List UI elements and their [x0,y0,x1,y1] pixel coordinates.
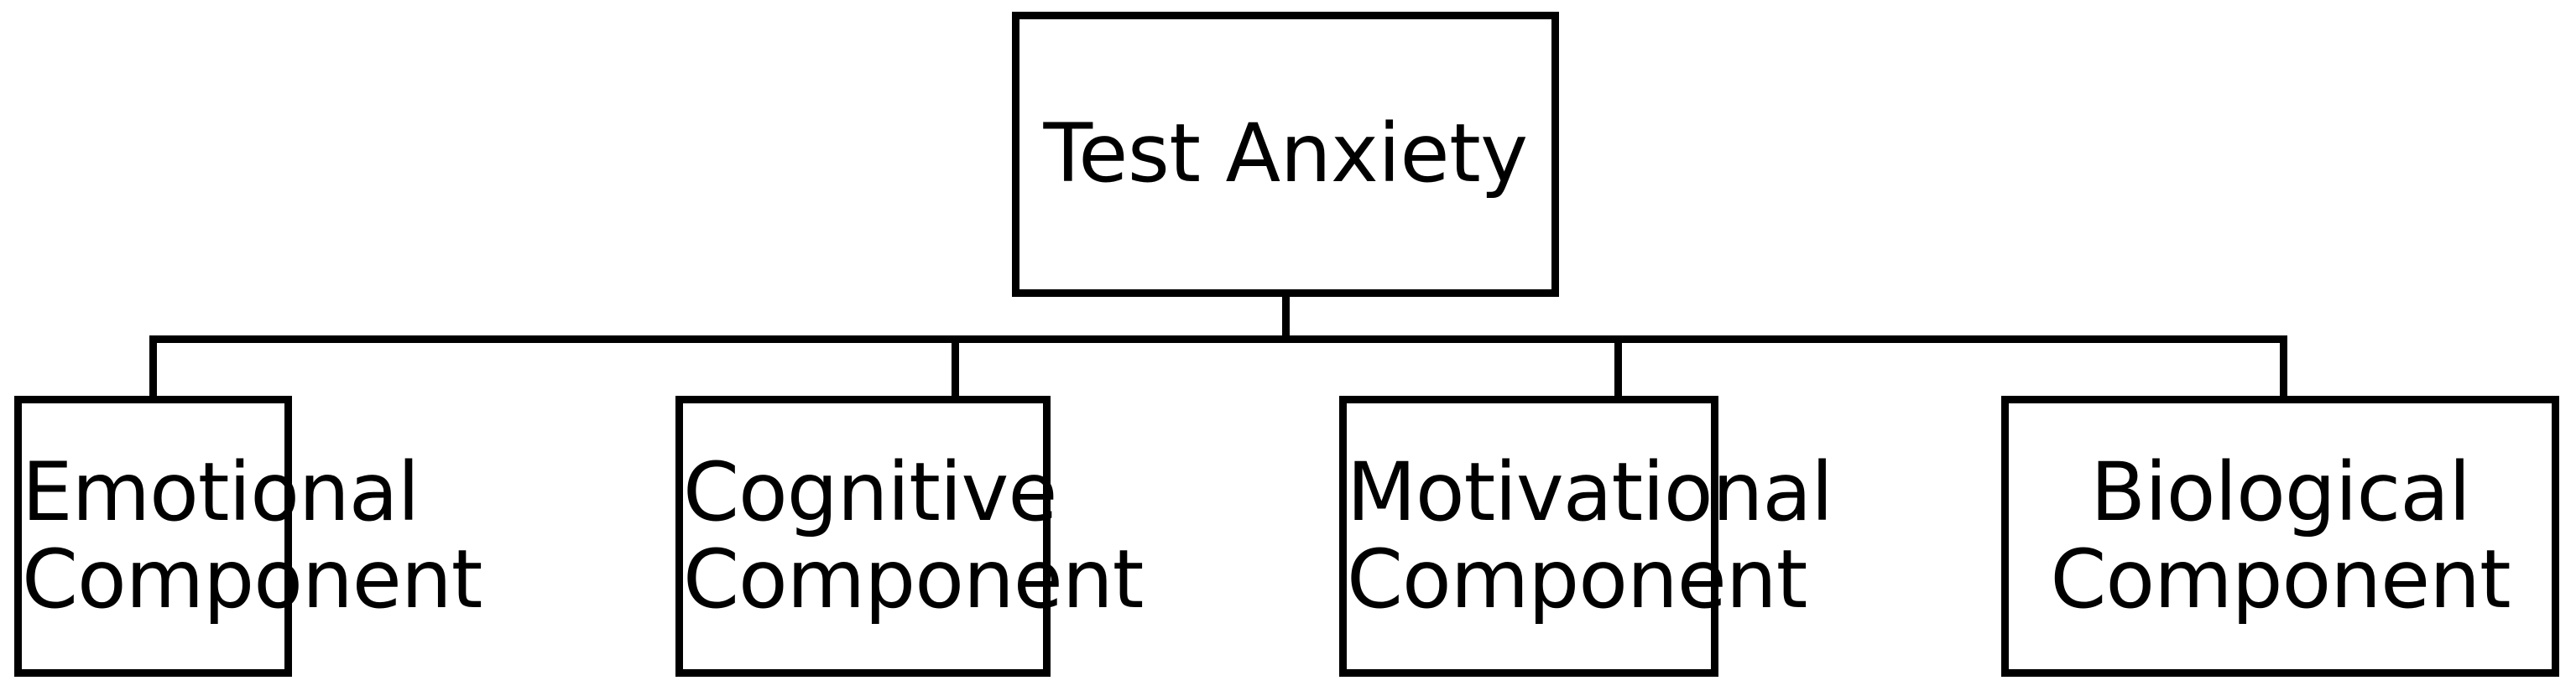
node-motivational-component-label: Motivational Component [1347,444,1833,626]
connector-drop-biological [2280,335,2287,399]
node-cognitive-component[interactable]: Cognitive Component [675,396,1144,677]
node-test-anxiety-label: Test Anxiety [1043,107,1528,201]
node-emotional-component[interactable]: Emotional Component [14,396,482,677]
connector-root-stem [1282,293,1290,343]
node-biological-component[interactable]: Biological Component [2001,396,2559,677]
connector-horizontal-bus [149,335,2287,343]
node-biological-component-label: Biological Component [2050,444,2511,626]
node-cognitive-component-label: Cognitive Component [683,444,1144,626]
node-emotional-component-label: Emotional Component [22,444,482,626]
connector-drop-emotional [149,335,157,399]
connector-drop-motivational [1614,335,1622,399]
connector-drop-cognitive [952,335,959,399]
node-motivational-component[interactable]: Motivational Component [1339,396,1833,677]
node-test-anxiety[interactable]: Test Anxiety [1012,12,1559,297]
